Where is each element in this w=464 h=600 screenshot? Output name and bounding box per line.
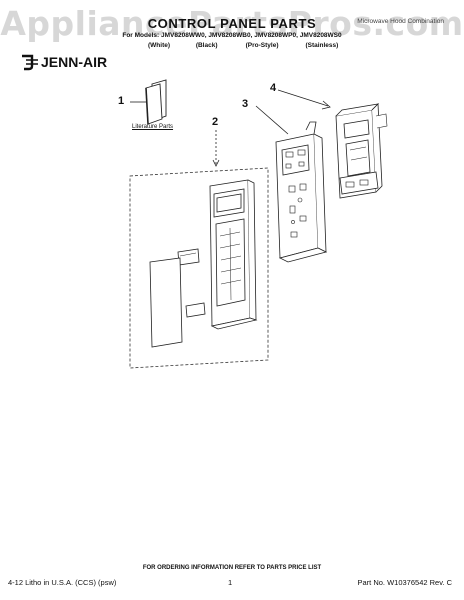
variant-white: (White) (148, 42, 171, 49)
jenn-air-logo-icon: JENN-AIR (22, 54, 107, 71)
brand-name: JENN-AIR (41, 54, 107, 70)
litho-info: 4-12 Litho in U.S.A. (CCS) (psw) (8, 578, 117, 587)
leader-line-4 (277, 89, 329, 107)
callout-3: 3 (242, 98, 249, 110)
literature-parts-label: Literature Parts (132, 124, 174, 130)
brand-logo: JENN-AIR (20, 50, 140, 72)
variant-stainless: (Stainless) (305, 42, 339, 49)
part-number: Part No. W10376542 Rev. C (357, 578, 453, 587)
literature-booklet-icon (145, 79, 167, 125)
for-models: For Models: JMV8208WW0, JMV8208WB0, JMV8… (122, 32, 342, 39)
callout-1: 1 (118, 95, 125, 107)
callout-2: 2 (212, 116, 219, 128)
ordering-note: FOR ORDERING INFORMATION REFER TO PARTS … (142, 565, 322, 571)
variant-pro-style: (Pro-Style) (245, 42, 279, 49)
side-title: Microwave Hood Combination (357, 18, 444, 25)
watermark: AppliancePartsPros.com (0, 4, 464, 43)
control-panel-frame-icon (275, 121, 328, 263)
leader-line-3 (255, 105, 289, 135)
control-panel-assembly-icon (149, 179, 258, 348)
model-variants: (White) (Black) (Pro-Style) (Stainless) (148, 42, 348, 49)
variant-black: (Black) (195, 42, 218, 49)
control-panel-bracket-icon (335, 103, 388, 199)
page-title: CONTROL PANEL PARTS (147, 16, 317, 31)
assembly-boundary (129, 167, 269, 369)
page-number: 1 (228, 578, 233, 587)
callout-4: 4 (270, 82, 277, 94)
